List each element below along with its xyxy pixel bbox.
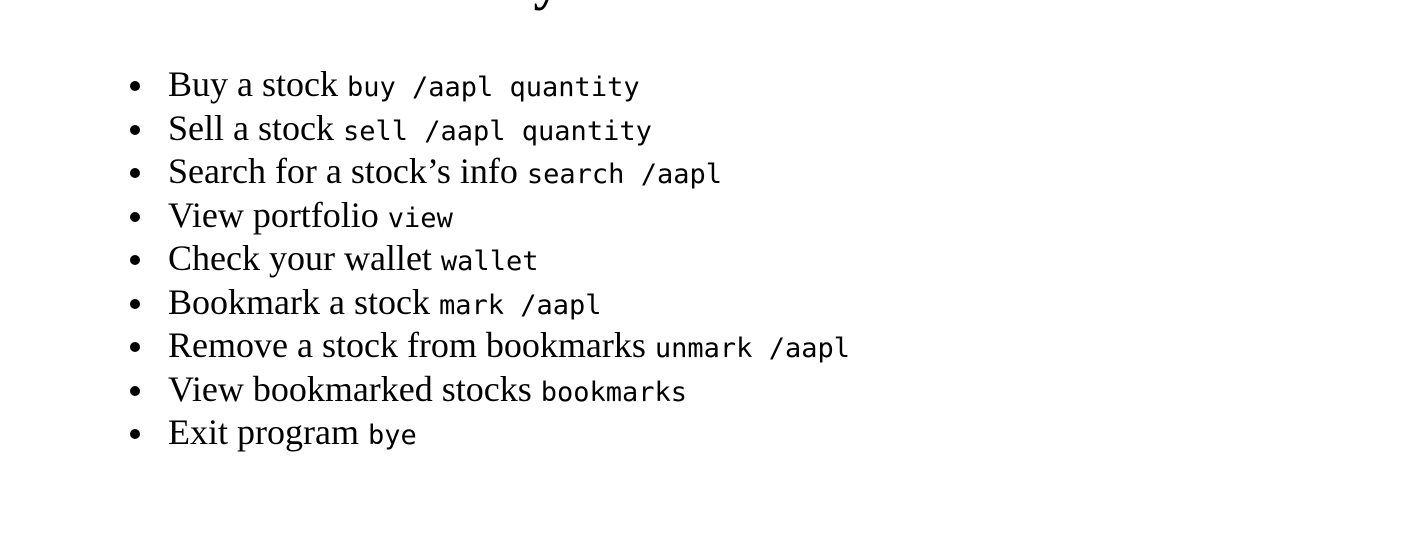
list-item-bookmarks: View bookmarked stocks bookmarks [0, 368, 850, 412]
list-item-mark: Bookmark a stock mark /aapl [0, 281, 850, 325]
command-code: search /aapl [526, 159, 722, 190]
command-description: View bookmarked stocks [168, 368, 532, 409]
bullet-icon [130, 255, 140, 265]
list-item-sell: Sell a stock sell /aapl quantity [0, 107, 850, 151]
command-list: Buy a stock buy /aapl quantity Sell a st… [0, 63, 850, 455]
command-code: mark /aapl [438, 289, 602, 321]
command-description: Search for a stock’s info [168, 151, 518, 191]
bullet-icon [130, 342, 140, 352]
command-description: Buy a stock [168, 64, 338, 104]
command-description: Sell a stock [168, 107, 334, 148]
list-item-unmark: Remove a stock from bookmarks unmark /aa… [0, 324, 850, 368]
command-description: Check your wallet [168, 238, 432, 278]
list-item-search: Search for a stock’s info search /aapl [0, 150, 850, 194]
command-code: sell /aapl quantity [342, 115, 652, 147]
command-code: view [387, 202, 453, 234]
command-description: Bookmark a stock [168, 281, 430, 322]
section-heading: Command Summary [76, 0, 561, 14]
bullet-icon [130, 81, 140, 91]
bullet-icon [130, 168, 140, 178]
command-description: Exit program [168, 412, 359, 452]
command-code: bookmarks [540, 376, 688, 408]
command-code: unmark /aapl [654, 333, 850, 364]
bullet-icon [130, 429, 140, 439]
list-item-bye: Exit program bye [0, 411, 850, 455]
command-code: wallet [440, 246, 539, 277]
list-item-wallet: Check your wallet wallet [0, 237, 850, 281]
bullet-icon [130, 385, 140, 396]
command-description: View portfolio [168, 194, 379, 235]
command-description: Remove a stock from bookmarks [168, 325, 646, 365]
bullet-icon [130, 211, 140, 222]
list-item-buy: Buy a stock buy /aapl quantity [0, 63, 850, 107]
bullet-icon [130, 298, 140, 309]
command-code: buy /aapl quantity [346, 72, 640, 103]
command-code: bye [367, 420, 417, 451]
bullet-icon [130, 124, 140, 135]
list-item-view: View portfolio view [0, 194, 850, 238]
